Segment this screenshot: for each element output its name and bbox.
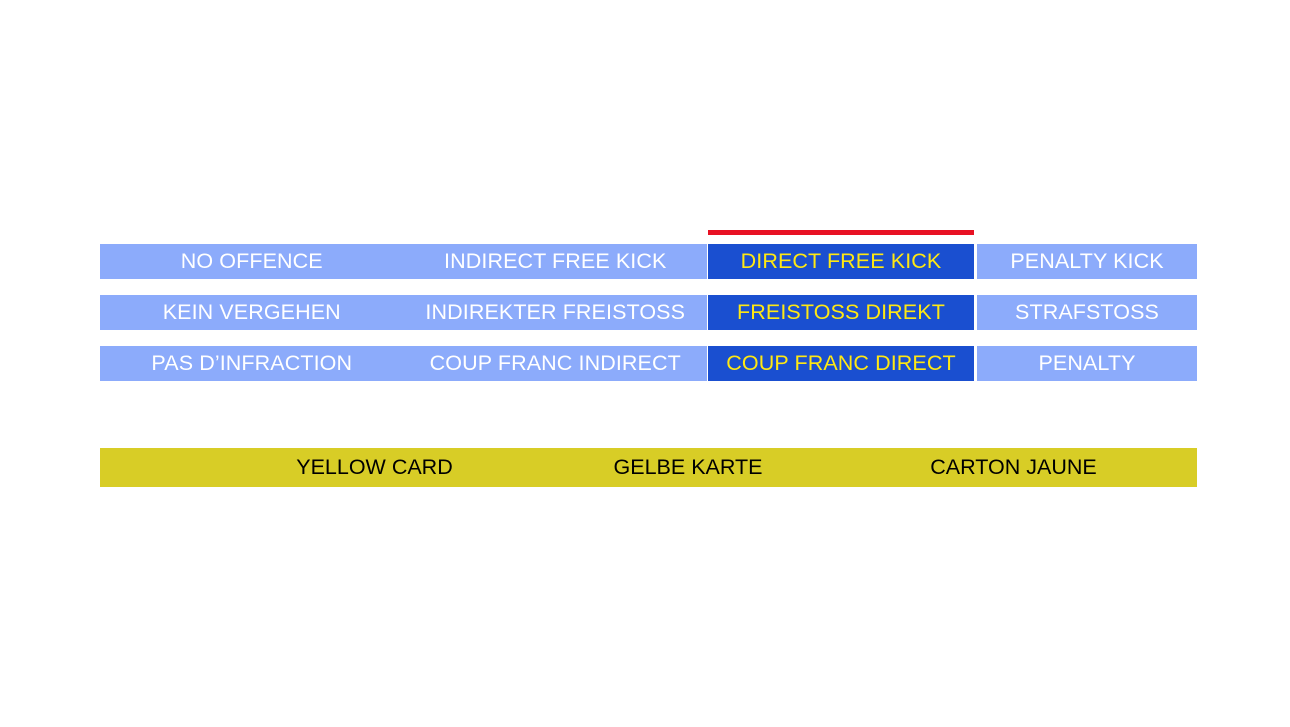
- scale-row-french: PAS D’INFRACTION COUP FRANC INDIRECT COU…: [100, 346, 1197, 381]
- yellow-card-text: YELLOW CARD: [296, 454, 453, 479]
- cell-indirect-free-kick-english[interactable]: INDIRECT FREE KICK: [404, 244, 708, 279]
- band-left-german: KEIN VERGEHEN INDIREKTER FREISTOSS: [100, 295, 707, 330]
- sanction-scale-table: NO OFFENCE INDIRECT FREE KICK DIRECT FRE…: [100, 230, 1197, 381]
- cell-direct-free-kick-english[interactable]: DIRECT FREE KICK: [708, 244, 974, 279]
- cell-label: PENALTY: [1038, 350, 1136, 375]
- band-left-french: PAS D’INFRACTION COUP FRANC INDIRECT: [100, 346, 707, 381]
- cell-label: KEIN VERGEHEN: [162, 299, 341, 324]
- cell-label: COUP FRANC DIRECT: [726, 350, 956, 375]
- yellow-card-bar[interactable]: YELLOW CARD GELBE KARTE CARTON JAUNE: [100, 448, 1197, 487]
- cell-label: PAS D’INFRACTION: [151, 350, 353, 375]
- cell-label: PENALTY KICK: [1010, 248, 1164, 273]
- cell-penalty-kick-english[interactable]: PENALTY KICK: [977, 244, 1197, 279]
- yellow-card-label-french: CARTON JAUNE: [916, 448, 1111, 487]
- yellow-card-text: CARTON JAUNE: [930, 454, 1097, 479]
- scale-row-german: KEIN VERGEHEN INDIREKTER FREISTOSS FREIS…: [100, 295, 1197, 330]
- cell-indirect-free-kick-french[interactable]: COUP FRANC INDIRECT: [404, 346, 708, 381]
- yellow-card-label-german: GELBE KARTE: [603, 448, 773, 487]
- cell-label: INDIRECT FREE KICK: [444, 248, 667, 273]
- scale-row-english: NO OFFENCE INDIRECT FREE KICK DIRECT FRE…: [100, 244, 1197, 279]
- cell-label: STRAFSTOSS: [1015, 299, 1159, 324]
- cell-penalty-kick-german[interactable]: STRAFSTOSS: [977, 295, 1197, 330]
- yellow-card-label-english: YELLOW CARD: [282, 448, 467, 487]
- cell-indirect-free-kick-german[interactable]: INDIREKTER FREISTOSS: [404, 295, 708, 330]
- cell-no-offence-german[interactable]: KEIN VERGEHEN: [100, 295, 404, 330]
- cell-label: FREISTOSS DIREKT: [737, 299, 945, 324]
- cell-no-offence-french[interactable]: PAS D’INFRACTION: [100, 346, 404, 381]
- cell-label: DIRECT FREE KICK: [740, 248, 942, 273]
- band-left-english: NO OFFENCE INDIRECT FREE KICK: [100, 244, 707, 279]
- cell-label: COUP FRANC INDIRECT: [429, 350, 681, 375]
- cell-label: INDIREKTER FREISTOSS: [425, 299, 686, 324]
- cell-label: NO OFFENCE: [180, 248, 323, 273]
- cell-direct-free-kick-french[interactable]: COUP FRANC DIRECT: [708, 346, 974, 381]
- cell-penalty-kick-french[interactable]: PENALTY: [977, 346, 1197, 381]
- yellow-card-text: GELBE KARTE: [613, 454, 763, 479]
- highlight-accent-bar: [708, 230, 974, 235]
- cell-no-offence-english[interactable]: NO OFFENCE: [100, 244, 404, 279]
- cell-direct-free-kick-german[interactable]: FREISTOSS DIREKT: [708, 295, 974, 330]
